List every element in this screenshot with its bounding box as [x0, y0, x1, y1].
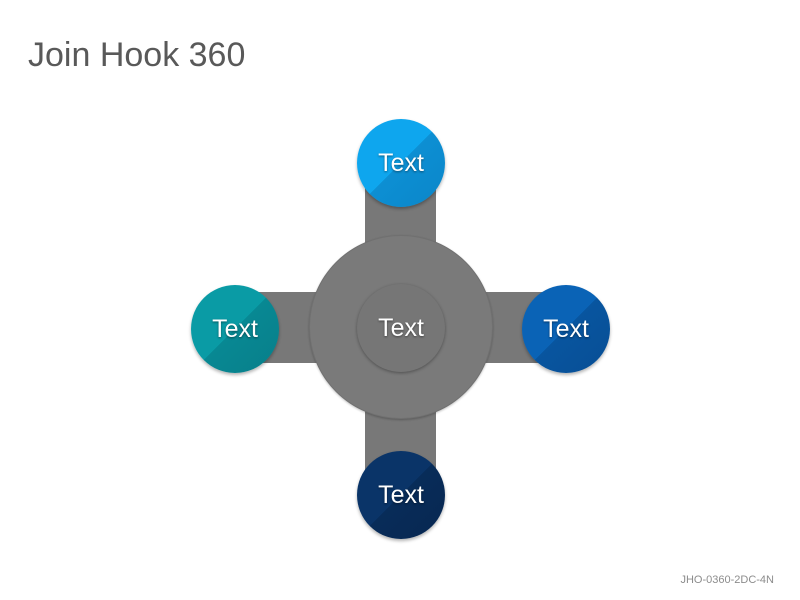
hub-center-label: Text [378, 313, 424, 342]
node-right[interactable]: Text [522, 285, 610, 373]
node-left-label: Text [212, 314, 258, 343]
node-right-label: Text [543, 314, 589, 343]
footer-code: JHO-0360-2DC-4N [680, 574, 774, 586]
node-bottom-label: Text [378, 480, 424, 509]
hub-center-circle[interactable]: Text [357, 284, 445, 372]
node-left[interactable]: Text [191, 285, 279, 373]
node-top[interactable]: Text [357, 119, 445, 207]
slide-title: Join Hook 360 [28, 36, 246, 74]
node-top-label: Text [378, 148, 424, 177]
node-bottom[interactable]: Text [357, 451, 445, 539]
